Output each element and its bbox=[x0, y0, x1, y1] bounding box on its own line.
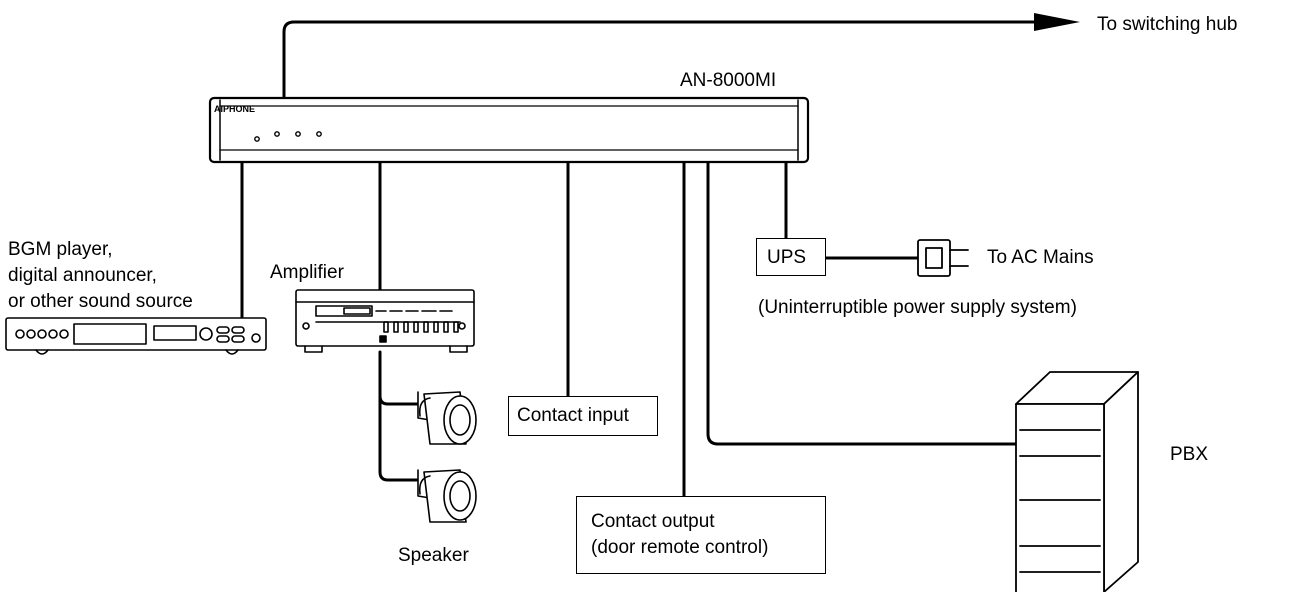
status-led-icon bbox=[274, 131, 280, 137]
contact-output-label-line2: (door remote control) bbox=[591, 537, 769, 558]
sound-source-label: BGM player, digital announcer, or other … bbox=[8, 237, 193, 315]
contact-output-label-line1: Contact output bbox=[591, 511, 715, 532]
pbx-cable bbox=[706, 160, 1018, 446]
status-led-icon bbox=[295, 131, 301, 137]
speaker-cable bbox=[378, 350, 422, 482]
ac-mains-label: To AC Mains bbox=[987, 247, 1094, 268]
ups-caption: (Uninterruptible power supply system) bbox=[758, 297, 1077, 318]
contact-output-box: Contact output (door remote control) bbox=[576, 496, 826, 574]
switching-hub-label: To switching hub bbox=[1097, 14, 1238, 35]
pbx-label: PBX bbox=[1170, 444, 1209, 465]
sound-source-label-line2: digital announcer, bbox=[8, 265, 157, 286]
status-led-icon bbox=[316, 131, 322, 137]
status-led-icon bbox=[254, 136, 260, 142]
ups-label: UPS bbox=[767, 247, 807, 268]
speaker-icon bbox=[417, 469, 477, 523]
contact-input-box: Contact input bbox=[508, 396, 658, 436]
hub-cable bbox=[282, 20, 1042, 100]
amplifier-device-icon bbox=[295, 289, 475, 353]
speaker-icon bbox=[417, 391, 477, 445]
ups-box: UPS bbox=[756, 238, 826, 276]
pbx-cabinet-icon bbox=[1015, 371, 1139, 592]
hub-arrow-icon bbox=[1034, 13, 1080, 31]
speaker-label: Speaker bbox=[398, 545, 469, 566]
brand-logo: AIPHONE bbox=[214, 104, 256, 114]
sound-source-device-icon bbox=[5, 317, 267, 355]
contact-input-label: Contact input bbox=[517, 405, 629, 426]
main-unit-model-label: AN-8000MI bbox=[680, 70, 777, 91]
sound-source-label-line1: BGM player, bbox=[8, 239, 113, 260]
amplifier-label: Amplifier bbox=[270, 262, 344, 283]
an-8000mi-unit bbox=[208, 96, 810, 164]
sound-source-label-line3: or other sound source bbox=[8, 291, 193, 312]
ac-plug-icon bbox=[917, 239, 969, 277]
